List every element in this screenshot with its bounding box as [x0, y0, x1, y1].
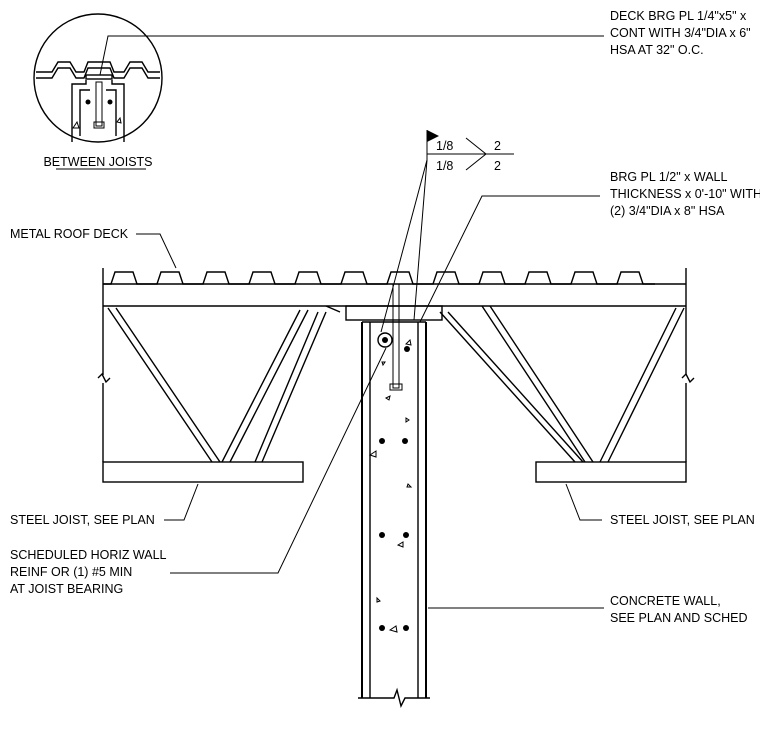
metal-roof-deck-callout: METAL ROOF DECK [10, 227, 129, 241]
inset-title: BETWEEN JOISTS [43, 155, 152, 169]
concrete-wall-callout: CONCRETE WALL, SEE PLAN AND SCHED [610, 594, 748, 625]
svg-text:CONCRETE WALL,: CONCRETE WALL, [610, 594, 721, 608]
deck-brg-pl-callout: DECK BRG PL 1/4"x5" x CONT WITH 3/4"DIA … [610, 9, 751, 57]
weld-top-length: 2 [494, 139, 501, 153]
svg-text:HSA AT 32" O.C.: HSA AT 32" O.C. [610, 43, 704, 57]
deck-brg-pl-leader [99, 35, 604, 76]
brg-pl-leader [419, 195, 600, 323]
concrete-wall [358, 283, 430, 709]
svg-text:SCHEDULED HORIZ WALL: SCHEDULED HORIZ WALL [10, 548, 167, 562]
steel-joist-right [439, 305, 695, 483]
svg-text:REINF OR (1) #5 MIN: REINF OR (1) #5 MIN [10, 565, 132, 579]
steel-joist-right-leader [565, 483, 602, 521]
svg-text:SEE PLAN AND SCHED: SEE PLAN AND SCHED [610, 611, 748, 625]
svg-text:DECK BRG PL 1/4"x5" x: DECK BRG PL 1/4"x5" x [610, 9, 747, 23]
weld-symbol [380, 130, 514, 333]
svg-text:AT JOIST BEARING: AT JOIST BEARING [10, 582, 123, 596]
svg-text:BRG PL 1/2" x WALL: BRG PL 1/2" x WALL [610, 170, 727, 184]
metal-roof-deck [102, 268, 687, 307]
svg-text:(2) 3/4"DIA x 8" HSA: (2) 3/4"DIA x 8" HSA [610, 204, 725, 218]
steel-joist-right-callout: STEEL JOIST, SEE PLAN [610, 513, 755, 527]
steel-joist-left [97, 305, 341, 483]
weld-bottom-length: 2 [494, 159, 501, 173]
horiz-wall-reinf-callout: SCHEDULED HORIZ WALL REINF OR (1) #5 MIN… [10, 548, 167, 596]
weld-top-size: 1/8 [436, 139, 453, 153]
steel-joist-left-leader [164, 483, 199, 521]
weld-bottom-size: 1/8 [436, 159, 453, 173]
bearing-plate [345, 305, 443, 321]
metal-roof-deck-leader [136, 233, 177, 269]
steel-joist-left-callout: STEEL JOIST, SEE PLAN [10, 513, 155, 527]
svg-text:CONT WITH 3/4"DIA x 6": CONT WITH 3/4"DIA x 6" [610, 26, 751, 40]
brg-pl-callout: BRG PL 1/2" x WALL THICKNESS x 0'-10" WI… [610, 170, 760, 218]
svg-text:THICKNESS x 0'-10" WITH: THICKNESS x 0'-10" WITH [610, 187, 760, 201]
horiz-wall-reinf-leader [170, 347, 387, 574]
between-joists-inset [33, 13, 163, 143]
